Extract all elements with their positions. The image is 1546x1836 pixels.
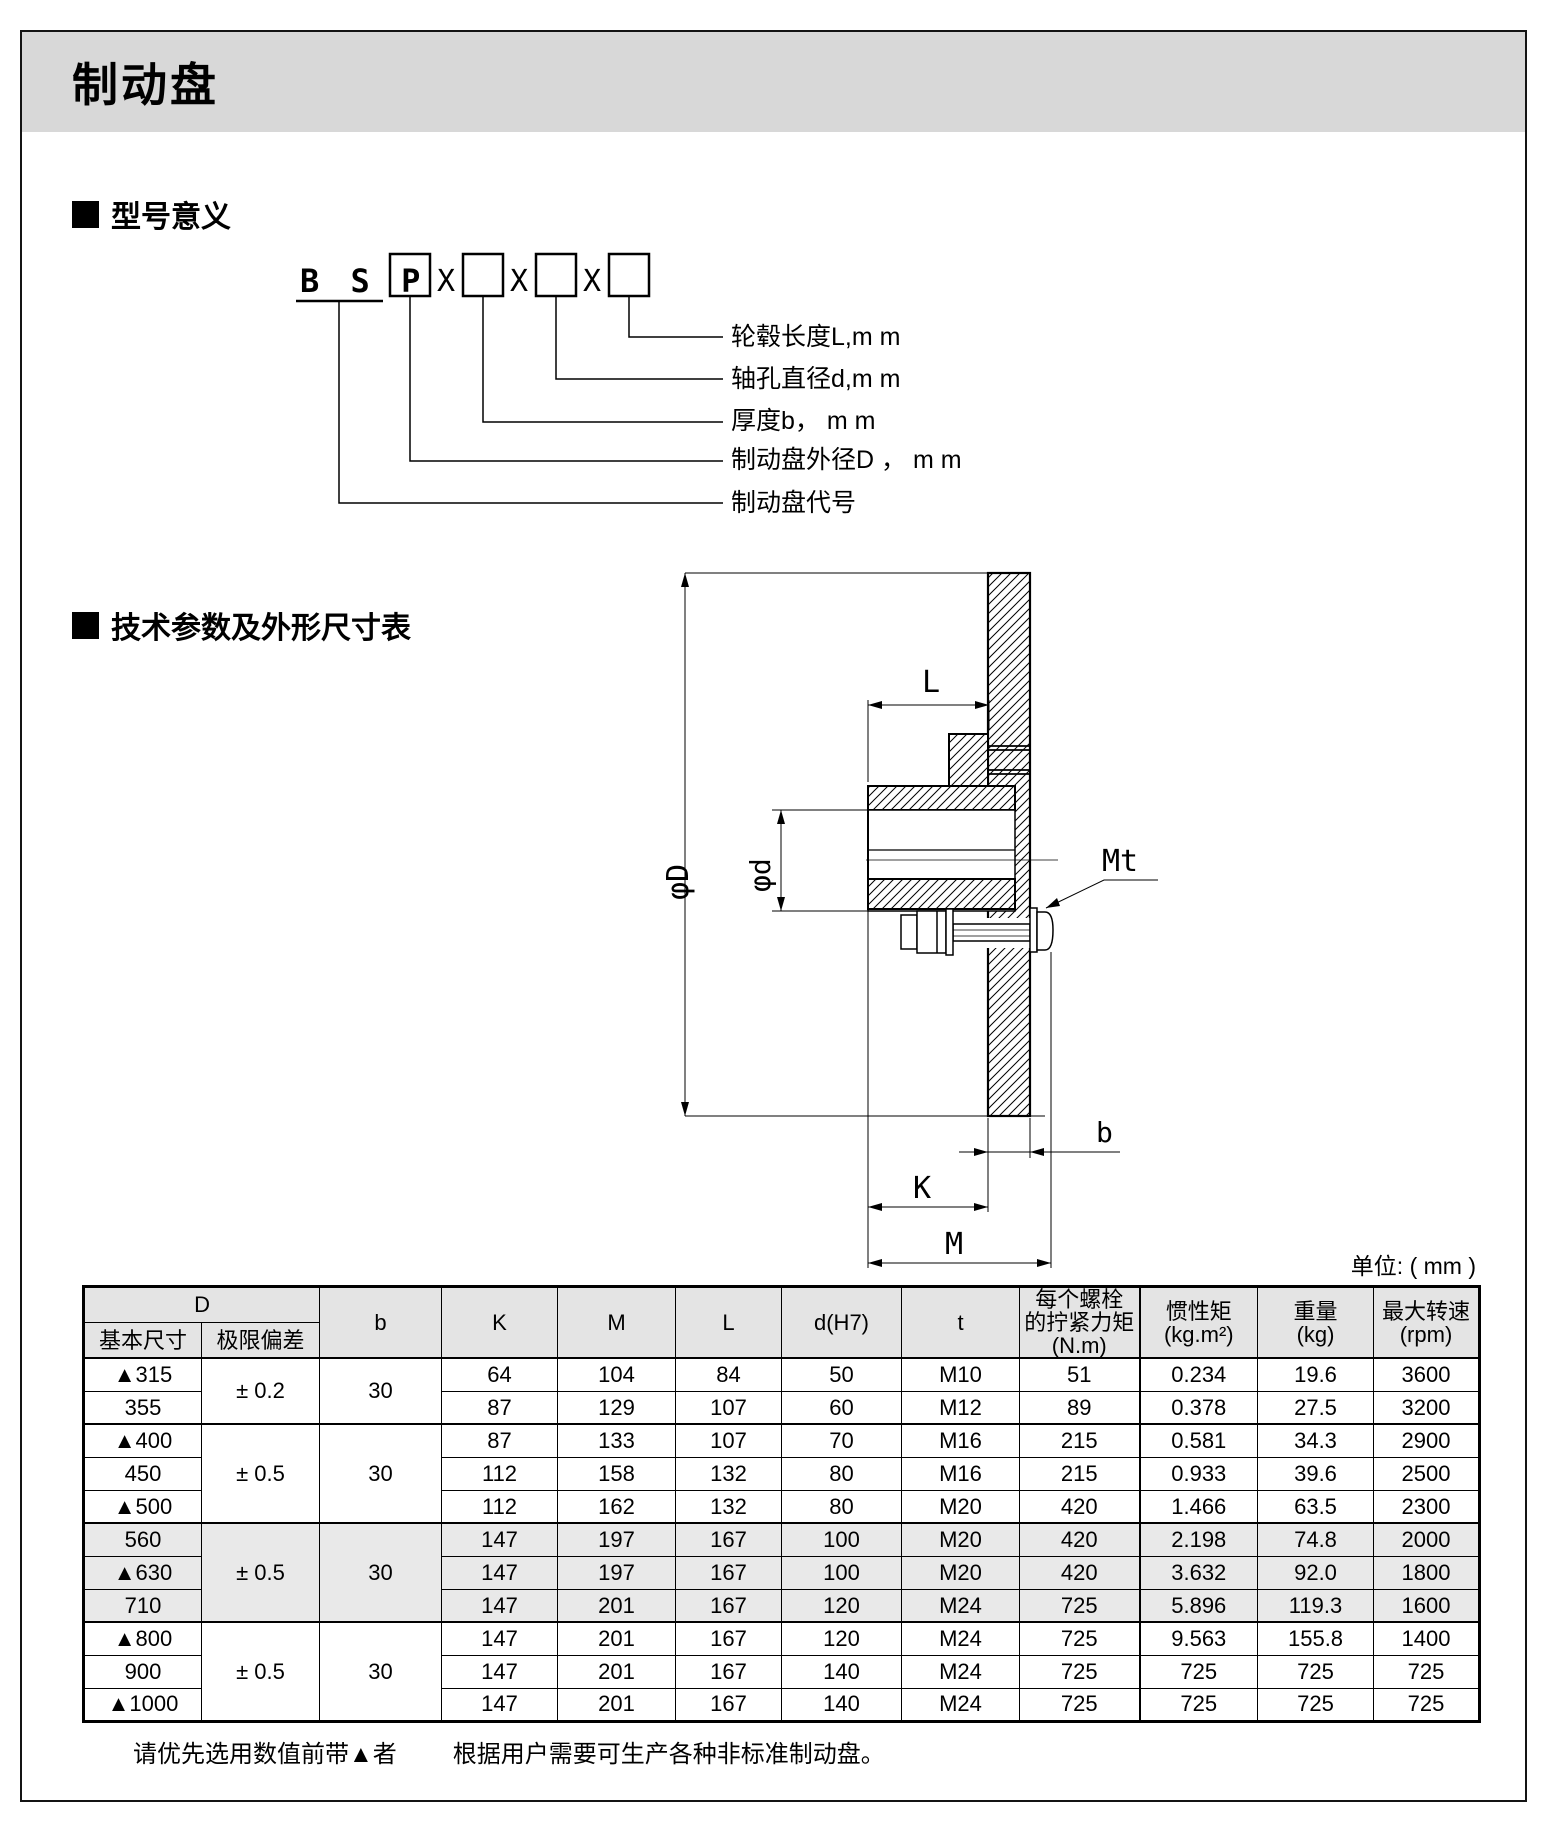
spec-table: D b K M L d(H7) t 每个螺栓 的拧紧力矩 (N.m) 惯性矩 (… xyxy=(82,1285,1482,1723)
label-bore-diameter: 轴孔直径d,m m xyxy=(731,365,900,393)
section-marker-icon xyxy=(72,200,99,228)
title-bar: 制动盘 xyxy=(22,32,1525,132)
dim-label-b: b xyxy=(1096,1116,1113,1149)
disc-seam-lines xyxy=(988,745,1030,775)
dim-label-L: L xyxy=(922,665,940,700)
nut-body xyxy=(916,910,947,954)
key-section xyxy=(867,878,1016,910)
section-heading-model: 型号意义 xyxy=(72,192,231,236)
col-header-M: M xyxy=(557,1286,677,1360)
dim-label-phiD: φD xyxy=(661,864,696,900)
col-header-K: K xyxy=(441,1286,559,1360)
bolt-assembly xyxy=(900,907,1054,956)
dim-label-M: M xyxy=(945,1227,963,1262)
model-designation-diagram: B S P X X X 轮毂长度L,m m 轴孔直径d,m m 厚度b， m m… xyxy=(296,252,962,517)
bolt-head xyxy=(1036,911,1054,951)
col-header-deviation: 极限偏差 xyxy=(200,1321,321,1360)
x-separator: X xyxy=(437,264,455,299)
dim-label-K: K xyxy=(913,1171,931,1206)
code-box-dia xyxy=(534,252,578,298)
section-heading-label: 技术参数及外形尺寸表 xyxy=(111,612,411,645)
dim-label-phid: φd xyxy=(744,858,777,892)
nut-flange xyxy=(900,914,918,950)
washer-right xyxy=(1029,907,1038,953)
footer-note-priority: 请优先选用数值前带▲者 xyxy=(133,1741,397,1768)
x-separator: X xyxy=(510,264,528,299)
section-marker-icon xyxy=(72,611,99,639)
col-header-speed: 最大转速 (rpm) xyxy=(1373,1286,1481,1360)
unit-note: 单位: ( mm ) xyxy=(1350,1253,1476,1279)
code-box-l xyxy=(607,252,651,298)
col-header-torque: 每个螺栓 的拧紧力矩 (N.m) xyxy=(1019,1286,1141,1360)
col-header-t: t xyxy=(901,1286,1021,1360)
col-header-dH7: d(H7) xyxy=(781,1286,903,1360)
dim-label-Mt: Mt xyxy=(1102,844,1138,879)
footer-note-custom: 根据用户需要可生产各种非标准制动盘。 xyxy=(452,1741,885,1768)
page-border xyxy=(20,30,1527,1802)
model-code-text: B S P xyxy=(300,262,426,300)
section-heading-specs: 技术参数及外形尺寸表 xyxy=(72,603,411,647)
col-header-L: L xyxy=(675,1286,783,1360)
label-hub-length: 轮毂长度L,m m xyxy=(731,323,900,351)
page-title: 制动盘 xyxy=(72,59,219,111)
washer-left xyxy=(945,908,954,956)
brake-disc-cross-section-drawing: φD φd L Mt b K M xyxy=(661,571,1158,1268)
label-thickness: 厚度b， m m xyxy=(731,407,875,435)
col-header-basic-size: 基本尺寸 xyxy=(83,1321,202,1360)
col-header-D: D xyxy=(82,1286,321,1323)
x-separator: X xyxy=(583,264,601,299)
col-header-inertia: 惯性矩 (kg.m²) xyxy=(1138,1286,1259,1360)
label-outer-diameter: 制动盘外径D ， m m xyxy=(731,446,962,474)
col-header-b: b xyxy=(319,1286,443,1360)
label-disc-code: 制动盘代号 xyxy=(731,489,856,517)
col-header-weight: 重量 (kg) xyxy=(1257,1286,1375,1360)
code-box-b xyxy=(461,252,505,298)
section-heading-label: 型号意义 xyxy=(111,201,231,234)
leader-lines xyxy=(338,296,723,504)
footer-note: 请优先选用数值前带▲者 根据用户需要可生产各种非标准制动盘。 xyxy=(133,1734,885,1769)
hub-section xyxy=(867,733,1016,912)
bolt-shaft xyxy=(952,923,1031,942)
dimension-arrows xyxy=(681,573,1060,1267)
